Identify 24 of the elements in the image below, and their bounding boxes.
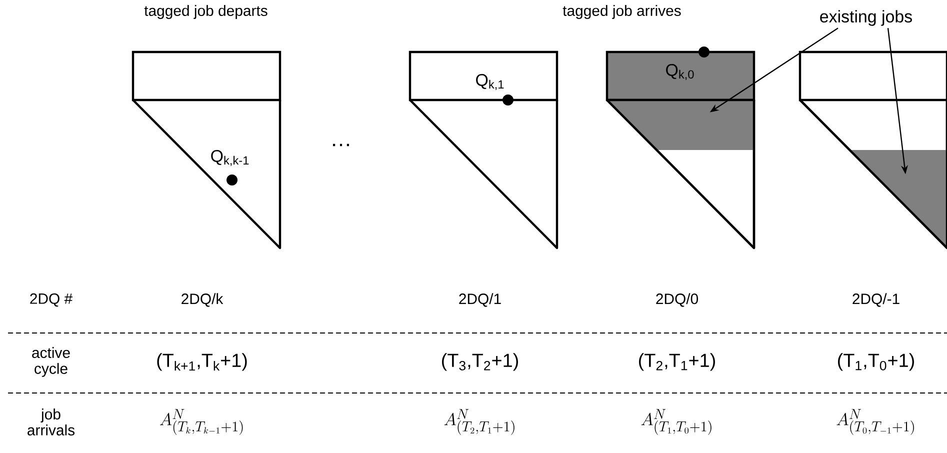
table-cell: (T$_{k+1}$,T$_{k}$+1) <box>157 353 247 371</box>
queue-label: Q$_{k,1}$ <box>476 74 504 90</box>
table-cell: $A^{N}_{(T_0,T_{-1}+1)}$ <box>836 409 914 435</box>
table-cell: active cycle <box>32 347 70 377</box>
table-cell: (T$_{3}$,T$_{2}$+1) <box>442 353 518 371</box>
table-cell: $A^{N}_{(T_k,T_{k-1}+1)}$ <box>160 409 243 435</box>
caption: tagged job departs <box>144 5 268 19</box>
queue-label: Q$_{k,k-1}$ <box>211 150 249 166</box>
shaded-area <box>607 100 754 150</box>
table-cell: (T$_{1}$,T$_{0}$+1) <box>838 353 914 371</box>
table-cell: 2DQ # <box>30 293 73 307</box>
table-cell: (T$_{2}$,T$_{1}$+1) <box>639 353 715 371</box>
table-cell: 2DQ/-1 <box>852 293 900 307</box>
table-cell: $A^{N}_{(T_1,T_0+1)}$ <box>641 409 712 435</box>
table-cell: 2DQ/1 <box>459 293 501 307</box>
table-cell: job arrivals <box>28 408 75 436</box>
queue-label: Q$_{k,0}$ <box>666 64 694 80</box>
label-text: existing jobs <box>820 10 912 26</box>
table-cell: $A^{N}_{(T_2,T_1+1)}$ <box>444 409 514 435</box>
table-cell: 2DQ/0 <box>656 293 698 307</box>
table-cell: 2DQ/k <box>182 293 224 307</box>
ellipsis: … <box>333 144 349 146</box>
shaded-area <box>850 150 947 248</box>
caption: tagged job arrives <box>562 5 681 19</box>
